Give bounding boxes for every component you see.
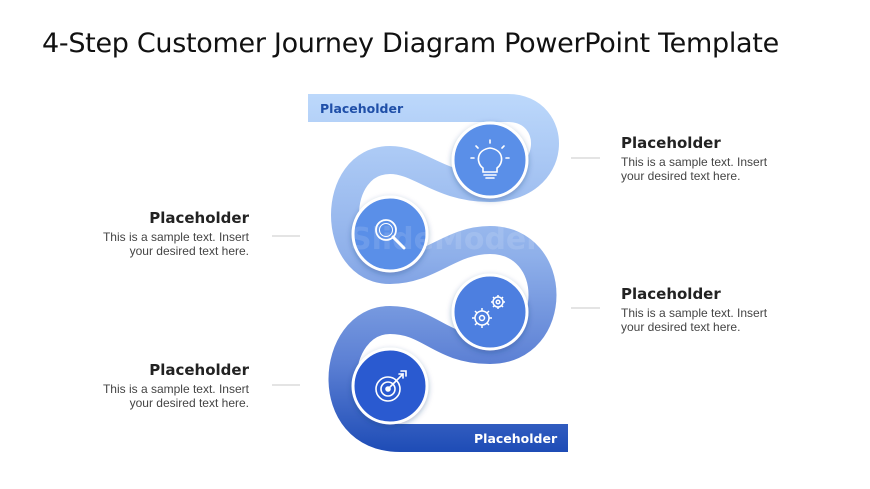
step-body-line: This is a sample text. Insert xyxy=(102,382,249,396)
step-body-line: This is a sample text. Insert xyxy=(102,230,249,244)
page-title: 4-Step Customer Journey Diagram PowerPoi… xyxy=(42,28,779,59)
step-text-4: Placeholder This is a sample text. Inser… xyxy=(49,361,249,410)
step-heading: Placeholder xyxy=(621,285,721,303)
step-circle-1 xyxy=(451,121,529,199)
journey-path xyxy=(308,94,568,452)
step-body-line: This is a sample text. Insert xyxy=(621,155,768,169)
step-body-line: your desired text here. xyxy=(621,169,741,183)
path-end-label: Placeholder xyxy=(474,431,558,446)
step-text-1: Placeholder This is a sample text. Inser… xyxy=(621,134,821,183)
step-body-line: This is a sample text. Insert xyxy=(621,306,768,320)
gears-icon xyxy=(472,295,505,328)
target-icon xyxy=(375,370,407,402)
step-text-2: Placeholder This is a sample text. Inser… xyxy=(49,209,249,258)
path-start-label: Placeholder xyxy=(320,101,404,116)
step-heading: Placeholder xyxy=(149,361,249,379)
step-circle-2 xyxy=(351,195,429,273)
step-circle-3 xyxy=(451,273,529,351)
step-heading: Placeholder xyxy=(621,134,721,152)
magnifier-icon xyxy=(375,219,406,250)
step-text-3: Placeholder This is a sample text. Inser… xyxy=(621,285,821,334)
step-heading: Placeholder xyxy=(149,209,249,227)
step-body-line: your desired text here. xyxy=(129,396,249,410)
step-body-line: your desired text here. xyxy=(129,244,249,258)
step-body-line: your desired text here. xyxy=(621,320,741,334)
lightbulb-icon xyxy=(470,139,510,179)
